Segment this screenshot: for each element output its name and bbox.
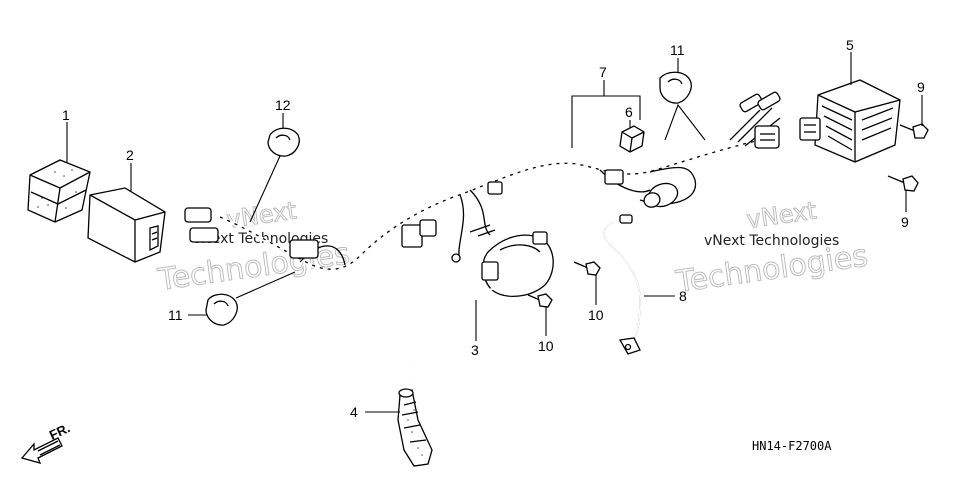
part-9-bolt-lower [887,175,919,192]
callout-12: 12 [275,97,291,113]
part-11-clamp-upper [659,71,692,104]
part-9-bolt-upper [899,123,929,139]
callout-6: 6 [625,104,633,120]
callout-1: 1 [62,107,70,123]
callout-3: 3 [471,342,479,358]
watermark-right-plain: vNext Technologies [704,233,839,249]
part-3-ignition-coil [407,231,554,381]
callout-9-lower: 9 [901,214,909,230]
callout-11-lower: 11 [168,307,183,323]
callout-7: 7 [599,64,607,80]
part-7-wire-harness [184,91,781,272]
callout-10-left: 10 [538,338,554,354]
watermark-right: vNext Technologies vNext Technologies [673,196,871,301]
callout-numbers: 1 2 3 4 5 6 7 8 9 9 10 10 11 11 12 [62,37,925,420]
part-4-spark-plug-cap [397,388,433,467]
part-5-regulator-rectifier [799,79,901,163]
part-6-relay [619,125,645,153]
callout-9-upper: 9 [917,79,925,95]
callout-4: 4 [350,404,358,420]
callout-8: 8 [679,288,687,304]
callout-5: 5 [846,37,854,53]
part-11-clamp-lower [205,293,238,326]
callout-10-right: 10 [588,307,604,323]
part-12-clamp [267,127,300,157]
diagram-code: HN14-F2700A [752,439,832,453]
front-indicator-label: FR. [47,420,72,442]
part-2-cdi-unit [87,187,166,263]
front-indicator: FR. [20,420,72,464]
part-10-bolt-right [573,261,601,276]
part-1-block [27,159,91,223]
watermark-right-line1: vNext [745,196,818,233]
leader-lines [66,52,923,413]
callout-2: 2 [126,147,134,163]
part-8-ground-cable [603,214,641,355]
part-10-bolt-left [527,293,553,308]
callout-11-upper: 11 [670,42,685,58]
watermark-left-line1: vNext [225,196,298,233]
